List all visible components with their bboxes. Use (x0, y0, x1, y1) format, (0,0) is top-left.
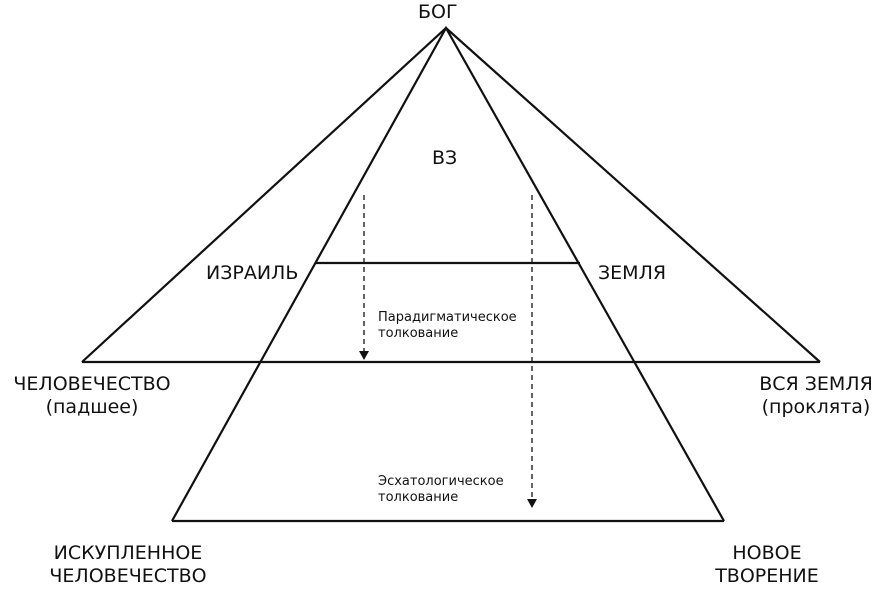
humanity-title: ЧЕЛОВЕЧЕСТВО (13, 373, 171, 395)
new-creation-line-1: НОВОЕ (732, 542, 802, 564)
humanity-note: (падшее) (45, 395, 139, 418)
paradigmatic-interpretation-label: Парадигматическое толкование (378, 310, 517, 341)
redeemed-line-1: ИСКУПЛЕННОЕ (53, 542, 203, 564)
redeemed-line-2: ЧЕЛОВЕЧЕСТВО (49, 564, 207, 587)
israel-label: ИЗРАИЛЬ (206, 262, 299, 284)
whole-earth-title: ВСЯ ЗЕМЛЯ (759, 373, 873, 395)
apex-label: БОГ (418, 1, 458, 23)
fallen-humanity-label: ЧЕЛОВЕЧЕСТВО (падшее) (0, 373, 184, 419)
cursed-earth-label: ВСЯ ЗЕМЛЯ (проклята) (744, 373, 888, 419)
eschatological-line-1: Эсхатологическое (378, 474, 504, 489)
eschatological-interpretation-label: Эсхатологическое толкование (378, 474, 504, 505)
redeemed-humanity-label: ИСКУПЛЕННОЕ ЧЕЛОВЕЧЕСТВО (28, 542, 228, 588)
land-label: ЗЕМЛЯ (598, 262, 667, 284)
new-creation-label: НОВОЕ ТВОРЕНИЕ (706, 542, 828, 588)
old-testament-label: ВЗ (432, 147, 458, 169)
paradigmatic-line-2: толкование (378, 325, 459, 341)
eschatological-line-2: толкование (378, 489, 459, 505)
new-creation-line-2: ТВОРЕНИЕ (715, 564, 819, 587)
paradigmatic-line-1: Парадигматическое (378, 310, 517, 325)
paradigmatic-arrow-head (359, 351, 369, 360)
inner-triangle (171, 25, 725, 522)
whole-earth-note: (проклята) (761, 395, 871, 418)
eschatological-arrow-head (527, 499, 537, 508)
